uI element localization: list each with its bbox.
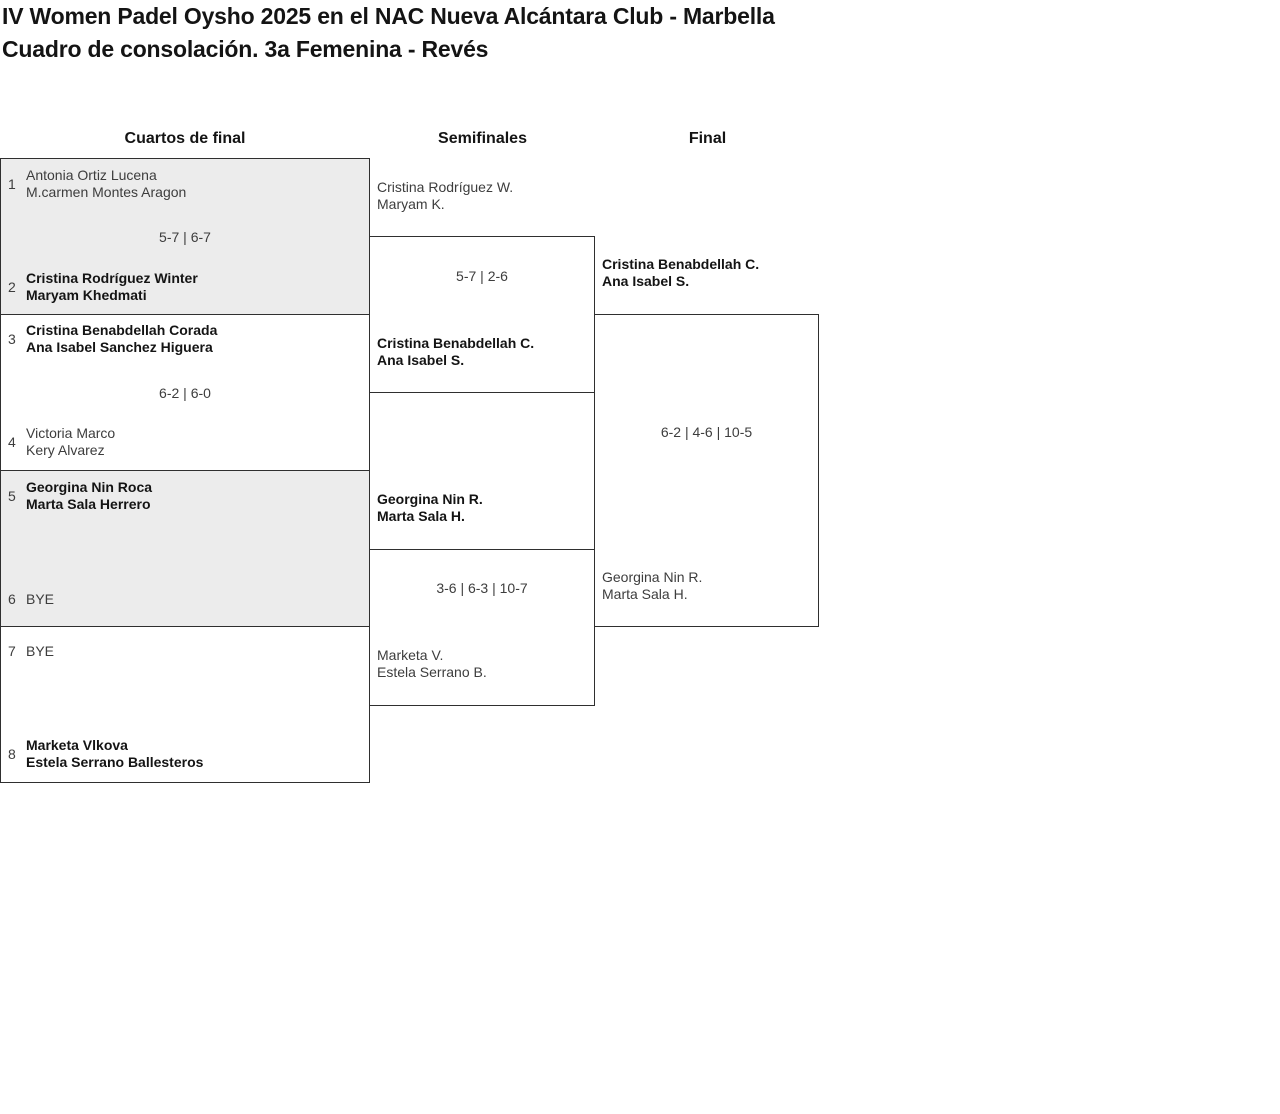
seed-number: 6 [8, 591, 16, 607]
player-name: Marta Sala H. [377, 508, 465, 524]
player-name: Kery Alvarez [26, 442, 105, 458]
match-box-final [594, 314, 819, 627]
player-name: Cristina Rodríguez Winter [26, 270, 198, 286]
team-names: Victoria Marco Kery Alvarez [26, 425, 115, 459]
seed-number: 7 [8, 643, 16, 659]
round-header-semifinals: Semifinales [438, 130, 527, 147]
team-slot-sf2-top: Georgina Nin R. Marta Sala H. [377, 491, 483, 525]
team-slot-final-top: Cristina Benabdellah C. Ana Isabel S. [602, 256, 759, 290]
player-name: Marketa V. [377, 647, 444, 663]
player-name: Victoria Marco [26, 425, 116, 441]
player-name: Antonia Ortiz Lucena [26, 167, 157, 183]
team-slot-qf3-bottom: 6 BYE [0, 591, 369, 608]
match-box-sf2 [369, 549, 595, 706]
team-names: BYE [26, 643, 54, 660]
match-box-sf1 [369, 236, 595, 393]
team-names: Cristina Rodríguez Winter Maryam Khedmat… [26, 270, 198, 304]
team-slot-sf1-bottom: Cristina Benabdellah C. Ana Isabel S. [377, 335, 534, 369]
player-name: Cristina Benabdellah C. [377, 335, 535, 351]
team-slot-qf1-bottom: 2 Cristina Rodríguez Winter Maryam Khedm… [0, 270, 369, 304]
seed-number: 1 [8, 175, 16, 192]
seed-number: 2 [8, 278, 16, 295]
team-slot-qf2-bottom: 4 Victoria Marco Kery Alvarez [0, 425, 369, 459]
player-name: Maryam Khedmati [26, 287, 147, 303]
team-slot-qf3-top: 5 Georgina Nin Roca Marta Sala Herrero [0, 479, 369, 513]
round-header-final: Final [688, 130, 727, 147]
player-name: Estela Serrano B. [377, 664, 487, 680]
match-box-qf2 [0, 314, 370, 471]
team-names: Marketa Vlkova Estela Serrano Ballestero… [26, 737, 203, 771]
score-qf1: 5-7 | 6-7 [159, 229, 211, 245]
player-name: Ana Isabel Sanchez Higuera [26, 339, 213, 355]
match-box-qf1 [0, 158, 370, 315]
team-slot-sf2-bottom: Marketa V. Estela Serrano B. [377, 647, 487, 681]
team-slot-qf4-bottom: 8 Marketa Vlkova Estela Serrano Balleste… [0, 737, 369, 771]
seed-number: 5 [8, 487, 16, 504]
team-slot-final-bottom: Georgina Nin R. Marta Sala H. [602, 569, 702, 603]
player-name: BYE [26, 643, 55, 659]
player-name: Ana Isabel S. [602, 273, 690, 289]
team-names: Antonia Ortiz Lucena M.carmen Montes Ara… [26, 167, 186, 201]
player-name: Georgina Nin Roca [26, 479, 153, 495]
player-name: M.carmen Montes Aragon [26, 184, 187, 200]
player-name: Maryam K. [377, 196, 445, 212]
player-name: Cristina Benabdellah Corada [26, 322, 218, 338]
round-header-quarterfinals: Cuartos de final [124, 130, 246, 147]
page-subtitle: Cuadro de consolación. 3a Femenina - Rev… [2, 36, 489, 62]
team-slot-sf1-top: Cristina Rodríguez W. Maryam K. [377, 179, 513, 213]
page-title: IV Women Padel Oysho 2025 en el NAC Nuev… [2, 3, 775, 29]
score-qf2: 6-2 | 6-0 [159, 385, 211, 401]
seed-number: 3 [8, 330, 16, 347]
team-names: Georgina Nin Roca Marta Sala Herrero [26, 479, 152, 513]
seed-number: 4 [8, 433, 16, 450]
score-sf2: 3-6 | 6-3 | 10-7 [436, 580, 528, 596]
score-final: 6-2 | 4-6 | 10-5 [660, 424, 753, 440]
player-name: Georgina Nin R. [377, 491, 483, 507]
team-slot-qf2-top: 3 Cristina Benabdellah Corada Ana Isabel… [0, 322, 369, 356]
score-sf1: 5-7 | 2-6 [456, 268, 508, 284]
team-slot-qf1-top: 1 Antonia Ortiz Lucena M.carmen Montes A… [0, 167, 369, 201]
player-name: Ana Isabel S. [377, 352, 465, 368]
title-block: IV Women Padel Oysho 2025 en el NAC Nuev… [2, 0, 822, 66]
player-name: Estela Serrano Ballesteros [26, 754, 204, 770]
player-name: BYE [26, 591, 55, 607]
match-box-qf4 [0, 626, 370, 783]
team-slot-qf4-top: 7 BYE [0, 643, 369, 660]
team-names: BYE [26, 591, 54, 608]
seed-number: 8 [8, 745, 16, 762]
player-name: Marketa Vlkova [26, 737, 128, 753]
team-names: Cristina Benabdellah Corada Ana Isabel S… [26, 322, 217, 356]
player-name: Cristina Rodríguez W. [377, 179, 514, 195]
player-name: Marta Sala Herrero [26, 496, 151, 512]
player-name: Marta Sala H. [602, 586, 688, 602]
player-name: Cristina Benabdellah C. [602, 256, 760, 272]
player-name: Georgina Nin R. [602, 569, 703, 585]
